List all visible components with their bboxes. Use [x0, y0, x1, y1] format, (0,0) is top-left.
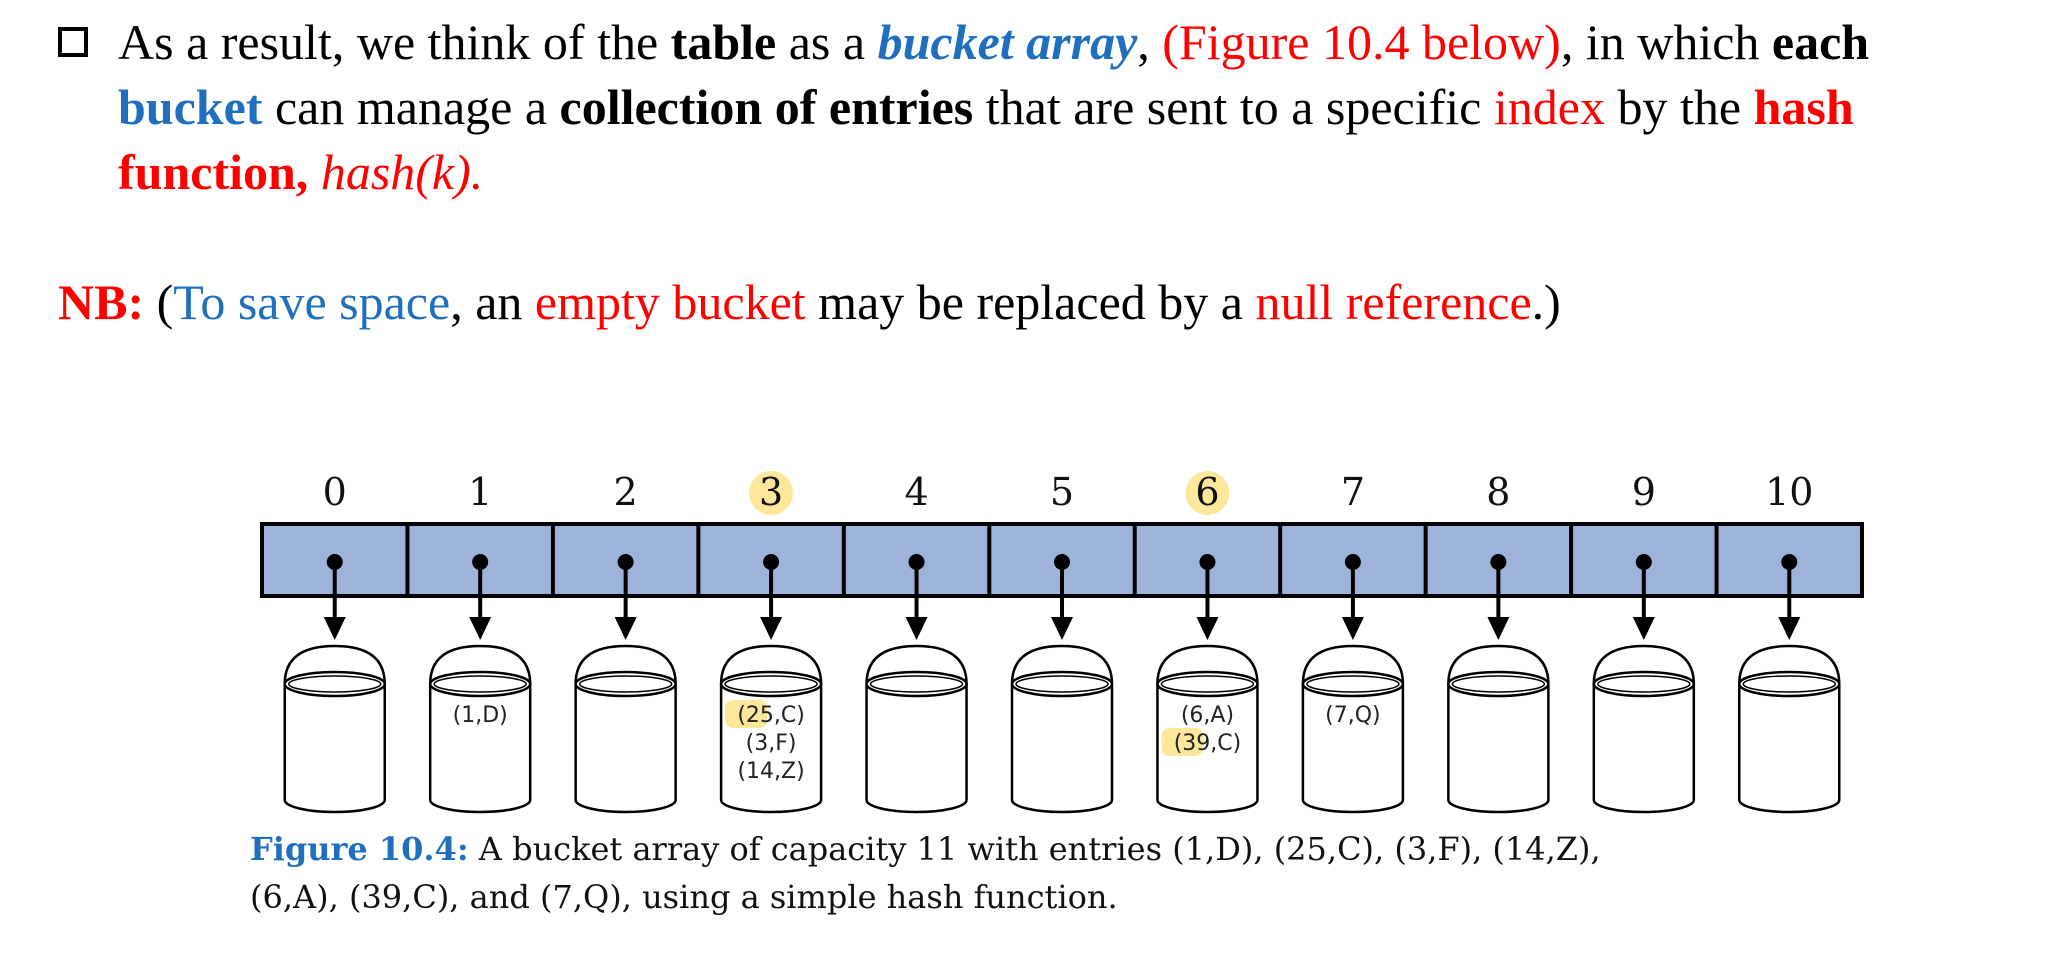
nb-paragraph: NB: (To save space, an empty bucket may … — [58, 270, 1561, 334]
paragraph-line-1: As a result, we think of the table as a … — [118, 10, 1869, 74]
paragraph-line-2: bucket can manage a collection of entrie… — [118, 75, 1854, 139]
entry-highlight — [1161, 728, 1204, 756]
array-index-label: 10 — [1765, 470, 1813, 514]
caption-text: (6,A), (39,C), and (7,Q), using a simple… — [250, 878, 1118, 916]
array-index-label: 4 — [904, 470, 928, 514]
pointer-arrowhead — [1341, 617, 1364, 640]
text: , an — [450, 274, 535, 330]
pointer-arrowhead — [614, 617, 637, 640]
bucket-cylinder-rim-inner — [1160, 675, 1255, 693]
bucket-cylinder-body — [1592, 684, 1696, 814]
text: ( — [144, 274, 174, 330]
array-index-label: 8 — [1486, 470, 1510, 514]
term-hash: hash — [1753, 79, 1854, 135]
term-collection-of-entries: collection of entries — [559, 79, 974, 135]
array-index-label: 5 — [1050, 470, 1074, 514]
term-to-save-space: To save space — [173, 274, 451, 330]
text: by the — [1604, 79, 1754, 135]
bucket-cylinder-body — [865, 684, 968, 814]
paragraph-line-3: function, hash(k). — [118, 140, 483, 204]
figure-caption-label: Figure 10.4: — [250, 830, 469, 868]
bucket-entry: (1,D) — [453, 703, 508, 728]
bucket-cylinder-rim-inner — [1306, 675, 1400, 693]
bucket-cylinder-body — [1447, 684, 1550, 814]
index-highlight — [749, 471, 794, 515]
term-function: function, — [118, 144, 321, 200]
text: , in which — [1560, 14, 1772, 70]
bullet-checkbox-icon — [58, 27, 88, 57]
array-index-label: 0 — [323, 470, 347, 514]
bucket-cylinder-rim-inner — [433, 675, 527, 693]
term-bucket: bucket — [118, 79, 263, 135]
term-bucket-array: bucket array — [877, 14, 1138, 70]
text: As a result, we think of the — [118, 14, 671, 70]
bucket-entry: (39,C) — [1174, 731, 1242, 756]
bucket-cylinder-rim-inner — [287, 675, 382, 693]
entry-highlight — [725, 700, 768, 728]
bucket-cylinder-rim-inner — [869, 675, 964, 693]
bucket-cylinder-rim-inner — [1597, 675, 1691, 693]
term-index: index — [1493, 79, 1605, 135]
term-hash-k: hash(k). — [320, 144, 484, 200]
term-empty-bucket: empty bucket — [534, 274, 806, 330]
pointer-arrowhead — [760, 617, 783, 640]
bucket-cylinder-body — [1010, 684, 1114, 814]
index-highlight — [1185, 471, 1230, 515]
bucket-entry: (14,Z) — [737, 759, 804, 784]
bucket-cylinder-rim-inner — [1015, 675, 1109, 693]
figure-reference: (Figure 10.4 below) — [1162, 14, 1561, 70]
term-table: table — [670, 14, 777, 70]
nb-label: NB: — [58, 274, 145, 330]
text: can manage a — [262, 79, 560, 135]
bucket-cylinder-body — [1301, 684, 1405, 814]
array-index-label: 9 — [1632, 470, 1656, 514]
text: .) — [1531, 274, 1561, 330]
bucket-entry: (3,F) — [746, 731, 797, 756]
array-index-label: 3 — [759, 470, 783, 514]
pointer-arrowhead — [469, 617, 492, 640]
array-index-label: 2 — [614, 470, 638, 514]
pointer-arrowhead — [1632, 617, 1655, 640]
bucket-entry: (25,C) — [737, 703, 805, 728]
term-each: each — [1771, 14, 1870, 70]
pointer-arrowhead — [1778, 617, 1801, 640]
bucket-entry: (7,Q) — [1325, 703, 1380, 728]
bucket-entry: (6,A) — [1181, 703, 1234, 728]
pointer-arrowhead — [1487, 617, 1510, 640]
bucket-cylinder-rim-inner — [578, 675, 673, 693]
text: may be replaced by a — [805, 274, 1256, 330]
bucket-cylinder-body — [574, 684, 677, 814]
term-null-reference: null reference — [1255, 274, 1532, 330]
bucket-cylinder-rim-inner — [1451, 675, 1546, 693]
pointer-arrowhead — [323, 617, 346, 640]
pointer-arrowhead — [905, 617, 928, 640]
bucket-cylinder-body — [283, 684, 386, 814]
text: as a — [776, 14, 878, 70]
text: , — [1137, 14, 1163, 70]
bucket-cylinder-body — [1738, 684, 1841, 814]
pointer-arrowhead — [1051, 617, 1073, 640]
pointer-arrowhead — [1196, 617, 1219, 640]
figure-caption-line-2: (6,A), (39,C), and (7,Q), using a simple… — [250, 873, 1118, 921]
bucket-cylinder-rim-inner — [724, 675, 818, 693]
array-index-label: 7 — [1341, 470, 1365, 514]
array-index-label: 1 — [468, 470, 492, 514]
array-index-label: 6 — [1195, 470, 1219, 514]
text: that are sent to a specific — [973, 79, 1494, 135]
figure-caption-line-1: Figure 10.4: A bucket array of capacity … — [250, 825, 1601, 873]
bucket-cylinder-body — [1156, 684, 1259, 814]
bucket-cylinder-rim-inner — [1742, 675, 1837, 693]
bucket-cylinder-body — [428, 684, 532, 814]
caption-text: A bucket array of capacity 11 with entri… — [468, 830, 1601, 868]
